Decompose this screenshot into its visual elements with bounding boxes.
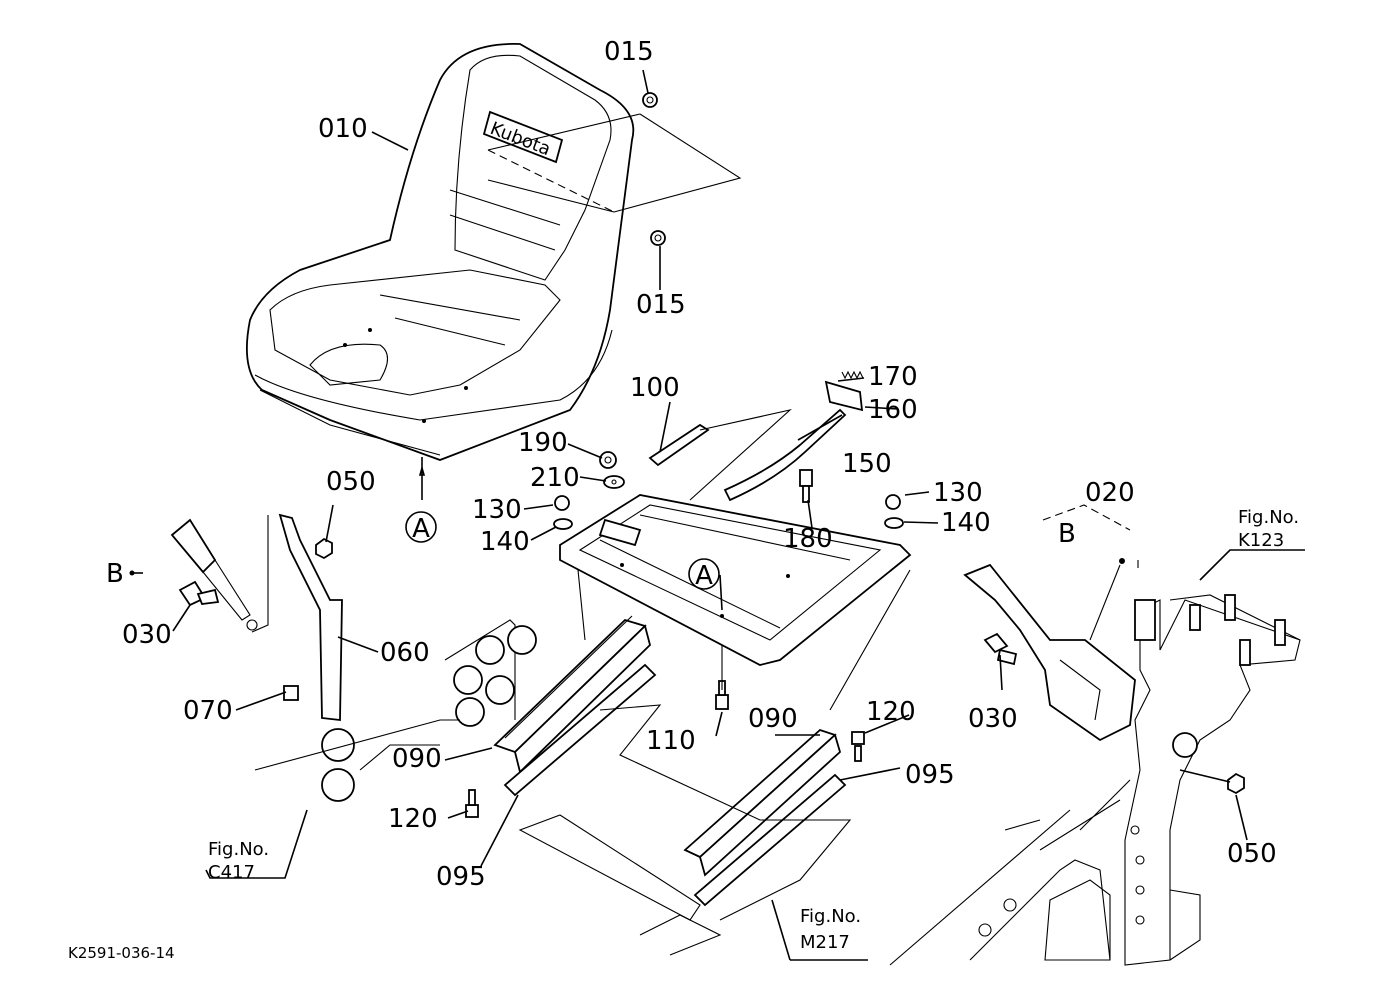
callout-190: 190 [518, 428, 568, 458]
slide-lever[interactable] [723, 408, 847, 502]
retractor-nut-050[interactable] [1227, 772, 1245, 795]
callout-030-right: 030 [968, 704, 1018, 734]
callout-120-left: 120 [388, 804, 438, 834]
nut-bracket-lines [487, 113, 742, 213]
assembly-lines-center [577, 569, 911, 711]
svg-text:A: A [412, 514, 430, 544]
chassis-frame[interactable] [889, 594, 1301, 966]
bracket-nut-050[interactable] [315, 537, 333, 560]
callout-100: 100 [630, 373, 680, 403]
hidden-line-seat [487, 149, 615, 213]
callout-050-right: 050 [1227, 839, 1277, 869]
rail-bolt-120-right[interactable] [851, 731, 865, 762]
seat-nut-upper[interactable] [642, 92, 658, 108]
callout-150: 150 [842, 449, 892, 479]
lever-plate[interactable] [824, 380, 864, 412]
seat-rail-left[interactable] [493, 615, 652, 774]
svg-text:C417: C417 [208, 862, 255, 883]
callout-020: 020 [1085, 478, 1135, 508]
bracket-060[interactable] [278, 513, 343, 722]
ref-marker-b-retractor: B [1058, 519, 1076, 549]
drawing-code: K2591-036-14 [68, 944, 175, 962]
callout-130-right: 130 [933, 478, 983, 508]
callout-170: 170 [868, 362, 918, 392]
bracket-bolt-070[interactable] [283, 685, 299, 701]
callout-210: 210 [530, 463, 580, 493]
rail-bolt-120-left[interactable] [465, 789, 479, 818]
callout-140-right: 140 [941, 508, 991, 538]
callout-090-right: 090 [748, 704, 798, 734]
seat-belt-retractor[interactable] [963, 558, 1136, 742]
seat-mount-frame[interactable] [559, 423, 912, 666]
callout-050-left: 050 [326, 467, 376, 497]
frame-washer-140-left[interactable] [553, 518, 573, 530]
frame-washer-140-right[interactable] [884, 517, 904, 529]
callout-180: 180 [783, 524, 833, 554]
callout-140-left: 140 [480, 527, 530, 557]
svg-text:K123: K123 [1238, 530, 1284, 551]
seat-nut-lower[interactable] [650, 230, 666, 246]
retractor-bolt-030[interactable] [983, 632, 1018, 666]
callout-095-right: 095 [905, 760, 955, 790]
frame-washer-210[interactable] [603, 475, 625, 489]
callout-030-left: 030 [122, 620, 172, 650]
ref-marker-b-buckle: B [106, 559, 124, 589]
callout-160: 160 [868, 395, 918, 425]
frame-link-line [689, 409, 792, 501]
buckle-link-line [251, 515, 269, 633]
callout-130-left: 130 [472, 495, 522, 525]
lever-bolt[interactable] [799, 469, 813, 503]
callout-070: 070 [183, 696, 233, 726]
fig-ref-m217[interactable]: Fig.No. M217 [800, 906, 861, 953]
callout-120-right: 120 [866, 697, 916, 727]
seat-assembly[interactable]: Kubota [245, 43, 635, 461]
fig-ref-c417[interactable]: Fig.No. C417 [208, 839, 269, 883]
frame-nut-130-right[interactable] [885, 494, 901, 510]
seat-rail-right[interactable] [683, 728, 842, 877]
frame-mount-c417[interactable] [254, 619, 537, 802]
svg-text:Fig.No.: Fig.No. [800, 906, 861, 927]
frame-nut-190[interactable] [599, 451, 617, 469]
ref-marker-a-frame: A [688, 558, 720, 591]
callout-labels: 010 015 015 100 170 160 150 180 190 210 … [122, 37, 1277, 892]
buckle-bolt-030[interactable] [178, 580, 220, 607]
callout-090-left: 090 [392, 744, 442, 774]
lever-spring[interactable] [841, 370, 864, 380]
seat-rail-lower-left[interactable] [503, 663, 657, 797]
base-plate[interactable] [518, 704, 852, 956]
callout-010: 010 [318, 114, 368, 144]
svg-text:Fig.No.: Fig.No. [1238, 507, 1299, 528]
callout-015-lower: 015 [636, 290, 686, 320]
svg-text:Fig.No.: Fig.No. [208, 839, 269, 860]
callout-110: 110 [646, 726, 696, 756]
seat-belt-buckle[interactable] [170, 518, 258, 631]
leader-lines [129, 69, 1305, 961]
ref-marker-a-seat: A [405, 511, 437, 544]
callout-015-upper: 015 [604, 37, 654, 67]
svg-text:A: A [695, 561, 713, 591]
callout-060: 060 [380, 638, 430, 668]
callout-095-left: 095 [436, 862, 486, 892]
seat-rail-lower-right[interactable] [693, 773, 847, 907]
svg-text:M217: M217 [800, 932, 850, 953]
fig-ref-k123[interactable]: Fig.No. K123 [1238, 507, 1299, 551]
frame-nut-130-left[interactable] [554, 495, 570, 511]
